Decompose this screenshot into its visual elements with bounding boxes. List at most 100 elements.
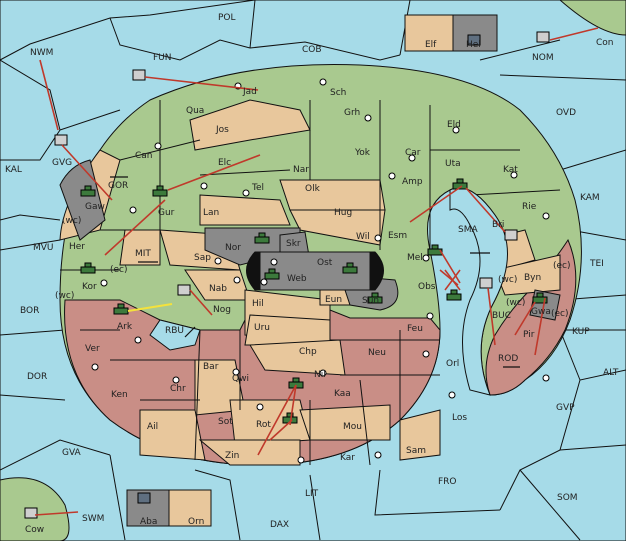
sea-labels: POL COB FUN NWM KAL GVG MVU BOR DOR GVA … [5, 13, 619, 535]
label-zin: Zin [225, 451, 239, 461]
province-borders [60, 100, 561, 466]
region-elf[interactable] [404, 14, 454, 52]
label-chr: Chr [170, 384, 186, 394]
label-orl: Orl [446, 359, 459, 369]
double-arrows [110, 176, 520, 368]
label-rbu: RBU [165, 326, 184, 336]
label-ark: Ark [117, 322, 133, 332]
label-buc: BUC [492, 311, 511, 321]
label-kaa: Kaa [334, 389, 351, 399]
label-nor: Nor [225, 243, 241, 253]
label-rie: Rie [522, 202, 537, 212]
label-sch: Sch [330, 88, 346, 98]
label-hel: Hel [466, 40, 481, 50]
label-con: Con [596, 38, 614, 48]
label-nil: Nil [314, 370, 326, 380]
label-pir: Pir [523, 330, 535, 340]
label-hil: Hil [252, 299, 264, 309]
label-pol: POL [218, 13, 236, 23]
region-orn[interactable] [168, 489, 212, 527]
label-bar: Bar [203, 362, 219, 372]
label-wil: Wil [356, 232, 370, 242]
label-chp: Chp [299, 347, 317, 357]
label-alt: ALT [603, 368, 619, 378]
label-esm: Esm [388, 231, 407, 241]
label-mit: MIT [135, 249, 151, 259]
label-sma: SMA [458, 225, 478, 235]
svg-text:(ec): (ec) [553, 261, 571, 271]
label-mou: Mou [343, 422, 362, 432]
region-web-ost[interactable] [259, 251, 371, 291]
svg-text:(wc): (wc) [62, 216, 81, 226]
label-kam: KAM [580, 193, 600, 203]
label-web: Web [287, 274, 307, 284]
label-neu: Neu [368, 348, 386, 358]
label-bri: Bri [492, 220, 504, 230]
label-dor: DOR [27, 372, 47, 382]
order-arrows [34, 27, 599, 516]
supply-centers [91, 78, 550, 464]
label-tei: TEI [589, 259, 604, 269]
label-kar: Kar [340, 453, 355, 463]
label-car: Car [405, 148, 421, 158]
label-mvu: MVU [33, 243, 54, 253]
label-jos: Jos [215, 125, 229, 135]
label-ost: Ost [317, 258, 333, 268]
label-gva: GVA [62, 448, 82, 458]
svg-text:(wc): (wc) [498, 275, 517, 285]
label-cow: Cow [25, 525, 44, 535]
label-qua: Qua [186, 106, 204, 116]
region-sma[interactable] [449, 187, 508, 396]
label-lit: LIT [305, 489, 319, 499]
label-sap: Sap [194, 253, 211, 263]
label-fun: FUN [153, 53, 172, 63]
label-byn: Byn [524, 273, 541, 283]
label-dax: DAX [270, 520, 289, 530]
label-gvg: GVG [52, 158, 72, 168]
label-rot: Rot [256, 420, 271, 430]
label-gor: GOR [108, 181, 128, 191]
label-bor: BOR [20, 306, 39, 316]
label-yok: Yok [354, 148, 371, 158]
label-skr: Skr [286, 239, 301, 249]
label-olk: Olk [305, 184, 321, 194]
label-qwi: Qwi [232, 374, 249, 384]
svg-text:(ec): (ec) [551, 309, 569, 319]
label-fro: FRO [438, 477, 457, 487]
label-hug: Hug [334, 208, 352, 218]
land-labels: Qua Jad Sch Can Jos Grh Eld Yok Car Elc … [69, 40, 551, 527]
label-elc: Elc [218, 158, 231, 168]
label-feu: Feu [407, 324, 423, 334]
label-kor: Kor [82, 282, 97, 292]
label-kal: KAL [5, 165, 22, 175]
label-mel: Mel [407, 253, 423, 263]
label-uta: Uta [445, 159, 461, 169]
army-units [80, 178, 548, 424]
label-ver: Ver [85, 344, 100, 354]
label-eld: Eld [447, 120, 461, 130]
label-eun: Eun [325, 295, 342, 305]
label-sot: Sot [218, 417, 233, 427]
label-rod: ROD [498, 354, 518, 364]
label-nwm: NWM [30, 48, 53, 58]
svg-text:(wc): (wc) [506, 298, 525, 308]
fleet-units [24, 31, 550, 519]
label-cob: COB [302, 45, 322, 55]
label-los: Los [452, 413, 467, 423]
label-uru: Uru [254, 323, 270, 333]
label-ail: Ail [147, 422, 158, 432]
label-can: Can [135, 151, 153, 161]
svg-text:(ec): (ec) [110, 265, 128, 275]
label-gur: Gur [158, 208, 175, 218]
label-kat: Kat [503, 165, 518, 175]
label-grh: Grh [344, 108, 360, 118]
label-lan: Lan [203, 208, 219, 218]
label-sam: Sam [406, 446, 426, 456]
label-kup: KUP [572, 327, 590, 337]
label-ovd: OVD [556, 108, 576, 118]
label-gaw: Gaw [85, 202, 105, 212]
label-sun: Sun [362, 296, 379, 306]
